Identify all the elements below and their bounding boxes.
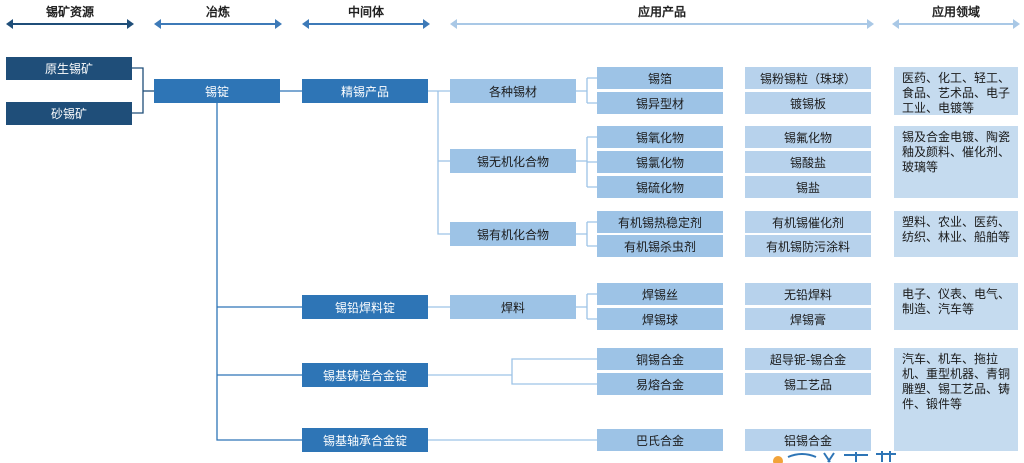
watermark-logo	[773, 451, 896, 463]
intermediate-tin-lead-solder-ingot: 锡铅焊料锭	[302, 295, 428, 319]
product-solder-paste: 焊锡膏	[745, 308, 871, 330]
resource-primary-tin-ore: 原生锡矿	[6, 57, 132, 80]
product-tin-powder-granules: 锡粉锡粒（珠球）	[745, 67, 871, 89]
product-organotin-antifouling-paint: 有机锡防污涂料	[745, 235, 871, 257]
product-solder-wire: 焊锡丝	[597, 283, 723, 305]
category-tin-materials: 各种锡材	[450, 79, 576, 103]
product-tin-chloride: 锡氯化物	[597, 151, 723, 173]
product-tin-foil: 锡箔	[597, 67, 723, 89]
product-solder-ball: 焊锡球	[597, 308, 723, 330]
header-smelting: 冶炼	[154, 4, 282, 29]
product-tin-salt: 锡盐	[745, 176, 871, 198]
resource-alluvial-tin-ore: 砂锡矿	[6, 102, 132, 125]
product-tin-oxide: 锡氧化物	[597, 126, 723, 148]
product-babbitt-alloy: 巴氏合金	[597, 429, 723, 451]
product-copper-tin-alloy: 铜锡合金	[597, 348, 723, 370]
intermediate-refined-tin: 精锡产品	[302, 79, 428, 103]
field-organic-compounds: 塑料、农业、医药、纺织、林业、船舶等	[894, 211, 1018, 257]
intermediate-tin-casting-alloy-ingot: 锡基铸造合金锭	[302, 363, 428, 387]
product-tin-sulfide: 锡硫化物	[597, 176, 723, 198]
intermediate-tin-bearing-alloy-ingot: 锡基轴承合金锭	[302, 428, 428, 452]
header-products: 应用产品	[450, 4, 874, 29]
product-tinplate: 镀锡板	[745, 92, 871, 114]
category-solder: 焊料	[450, 295, 576, 319]
header-resources: 锡矿资源	[6, 4, 134, 29]
product-lead-free-solder: 无铅焊料	[745, 283, 871, 305]
product-stannate: 锡酸盐	[745, 151, 871, 173]
header-intermediate: 中间体	[302, 4, 430, 29]
category-inorganic-tin-compounds: 锡无机化合物	[450, 149, 576, 173]
field-inorganic-compounds: 锡及合金电镀、陶瓷釉及颜料、催化剂、玻璃等	[894, 126, 1018, 198]
field-tin-materials: 医药、化工、轻工、食品、艺术品、电子工业、电镀等	[894, 67, 1018, 115]
field-solder: 电子、仪表、电气、制造、汽车等	[894, 283, 1018, 330]
category-organic-tin-compounds: 锡有机化合物	[450, 222, 576, 246]
product-fusible-alloy: 易熔合金	[597, 373, 723, 395]
product-tin-profiles: 锡异型材	[597, 92, 723, 114]
header-fields: 应用领域	[892, 4, 1020, 29]
field-alloys: 汽车、机车、拖拉机、重型机器、青铜雕塑、锡工艺品、铸件、锻件等	[894, 348, 1018, 451]
product-aluminum-tin-alloy: 铝锡合金	[745, 429, 871, 451]
tin-ingot: 锡锭	[154, 79, 280, 103]
product-superconducting-niobium-tin-alloy: 超导铌-锡合金	[745, 348, 871, 370]
product-tin-crafts: 锡工艺品	[745, 373, 871, 395]
product-organotin-pesticide: 有机锡杀虫剂	[597, 235, 723, 257]
product-tin-fluoride: 锡氟化物	[745, 126, 871, 148]
product-organotin-heat-stabilizer: 有机锡热稳定剂	[597, 211, 723, 233]
product-organotin-catalyst: 有机锡催化剂	[745, 211, 871, 233]
